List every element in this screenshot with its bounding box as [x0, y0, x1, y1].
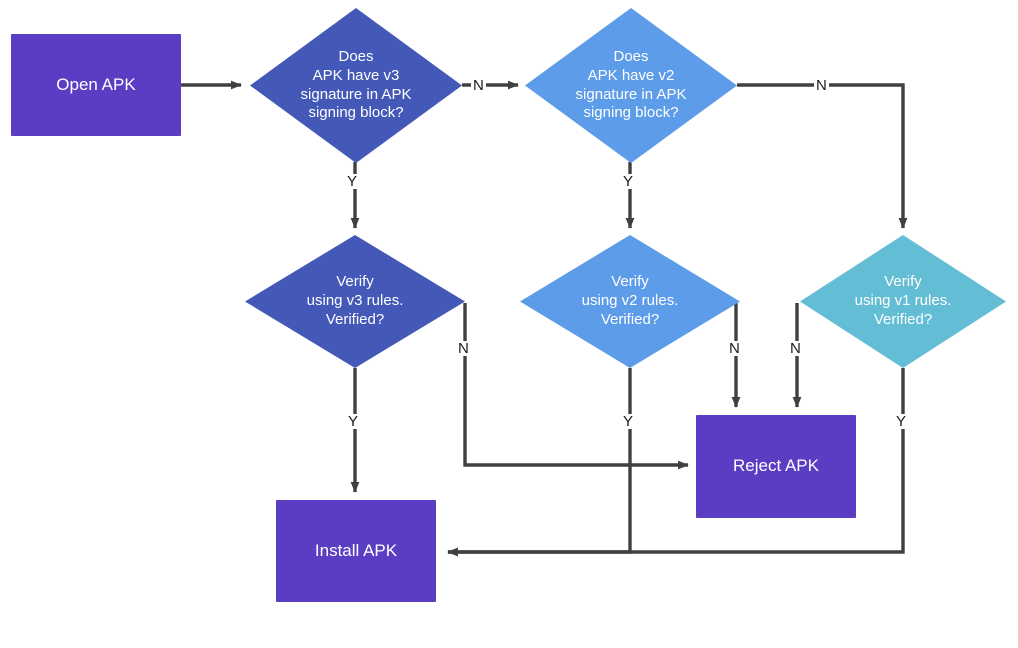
node-has-v3[interactable]: Does APK have v3 signature in APK signin… — [250, 8, 462, 163]
edge-label-verify-v1-no: N — [788, 340, 803, 357]
diamond-shape-verify-v1 — [800, 235, 1006, 368]
edge-v2-no-to-verifyv1 — [737, 83, 908, 229]
node-verify-v3[interactable]: Verify using v3 rules. Verified? — [245, 235, 465, 368]
edge-label-verify-v3-no: N — [456, 340, 471, 357]
diamond-shape-has-v3 — [250, 8, 462, 163]
edge-verifyv2-yes-to-install — [447, 368, 632, 557]
node-reject-apk-label: Reject APK — [733, 456, 819, 476]
diamond-shape-verify-v3 — [245, 235, 465, 368]
edge-label-v2-no: N — [814, 77, 829, 94]
edge-verifyv3-no-to-reject — [463, 303, 689, 470]
node-verify-v2[interactable]: Verify using v2 rules. Verified? — [520, 235, 740, 368]
edge-label-v3-yes: Y — [345, 173, 360, 190]
edge-verifyv1-yes-to-install — [447, 368, 905, 557]
edge-label-verify-v1-yes: Y — [894, 413, 909, 430]
diamond-shape-verify-v2 — [520, 235, 740, 368]
edge-label-verify-v2-no: N — [727, 340, 742, 357]
edge-label-v2-yes: Y — [621, 173, 636, 190]
node-open-apk[interactable]: Open APK — [11, 34, 181, 136]
diamond-shape-has-v2 — [525, 8, 737, 163]
node-open-apk-label: Open APK — [56, 74, 136, 94]
edge-label-verify-v2-yes: Y — [621, 413, 636, 430]
edge-label-verify-v3-yes: Y — [346, 413, 361, 430]
node-verify-v1[interactable]: Verify using v1 rules. Verified? — [800, 235, 1006, 368]
node-has-v2[interactable]: Does APK have v2 signature in APK signin… — [525, 8, 737, 163]
node-install-apk[interactable]: Install APK — [276, 500, 436, 602]
node-install-apk-label: Install APK — [314, 540, 398, 560]
edge-label-v3-no: N — [471, 77, 486, 94]
node-reject-apk[interactable]: Reject APK — [696, 415, 856, 518]
